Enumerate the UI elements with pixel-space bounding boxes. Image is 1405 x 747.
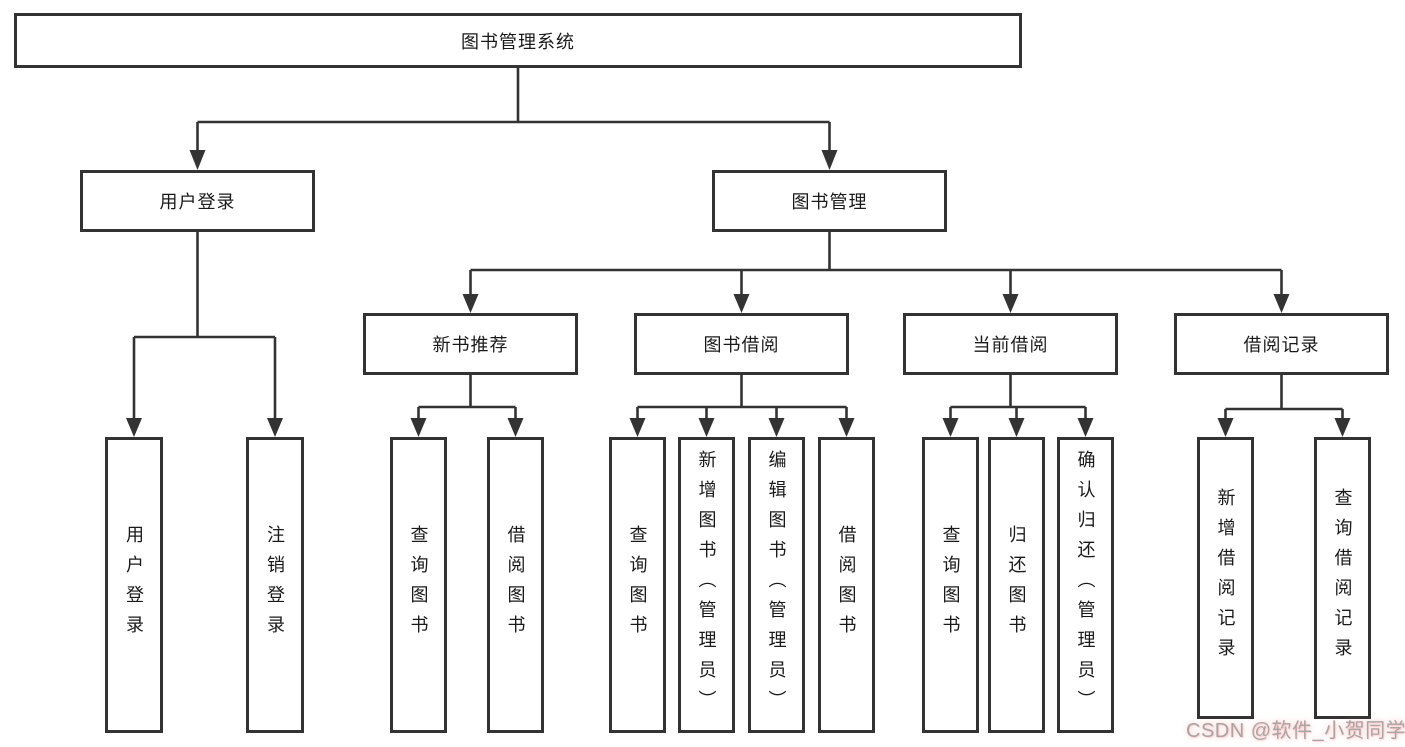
node-current-borrowing: 当前借阅 [903, 313, 1118, 375]
leaf-return-book: 归还图书 [988, 437, 1045, 733]
arrow-down-icon [698, 418, 715, 437]
connector-new-book-to-leaves [417, 375, 517, 424]
leaf-add-borrow-record: 新增借阅记录 [1197, 437, 1254, 719]
leaf-confirm-return-admin: 确认归还（管理员） [1057, 437, 1114, 733]
arrow-down-icon [126, 418, 142, 437]
arrow-down-icon [507, 418, 524, 437]
arrow-down-icon [410, 418, 427, 437]
leaf-borrow-book-borrowing: 借阅图书 [818, 437, 875, 733]
arrow-down-icon [189, 150, 206, 170]
arrow-down-icon [1217, 418, 1234, 437]
arrow-down-icon [821, 150, 838, 170]
arrow-down-icon [1273, 294, 1290, 313]
csdn-watermark: CSDN @软件_小贺同学 [1186, 720, 1405, 742]
arrow-down-icon [942, 418, 959, 437]
leaf-logout-login: 注销登录 [246, 437, 304, 733]
leaf-add-book-admin: 新增图书（管理员） [678, 437, 735, 733]
node-library-system: 图书管理系统 [14, 13, 1022, 68]
node-new-book-recommend: 新书推荐 [363, 313, 578, 375]
arrow-down-icon [1008, 418, 1025, 437]
connector-book-mgmt-to-level3 [469, 232, 1283, 296]
arrow-down-icon [768, 418, 785, 437]
leaf-query-borrow-record: 查询借阅记录 [1314, 437, 1371, 719]
arrow-down-icon [1077, 418, 1094, 437]
connector-borrow-records-to-leaves [1224, 375, 1344, 424]
arrow-down-icon [1002, 294, 1019, 313]
node-book-management: 图书管理 [712, 170, 947, 232]
arrow-down-icon [838, 418, 855, 437]
arrow-down-icon [462, 294, 479, 313]
node-book-borrowing: 图书借阅 [634, 313, 849, 375]
leaf-query-book-recommend: 查询图书 [390, 437, 447, 733]
leaf-borrow-book-recommend: 借阅图书 [487, 437, 544, 733]
node-borrow-records: 借阅记录 [1174, 313, 1389, 375]
connector-current-borrow-to-leaves [949, 375, 1087, 424]
node-user-login: 用户登录 [80, 170, 315, 232]
arrow-down-icon [267, 418, 283, 437]
connector-user-login-to-leaves [132, 232, 277, 424]
leaf-query-book-borrowing: 查询图书 [609, 437, 666, 733]
leaf-user-login: 用户登录 [105, 437, 163, 733]
leaf-query-book-current: 查询图书 [922, 437, 979, 733]
arrow-down-icon [733, 294, 750, 313]
connector-root-to-level2 [196, 68, 831, 152]
connector-book-borrow-to-leaves [636, 375, 848, 424]
arrow-down-icon [1334, 418, 1351, 437]
arrow-down-icon [629, 418, 646, 437]
leaf-edit-book-admin: 编辑图书（管理员） [748, 437, 805, 733]
